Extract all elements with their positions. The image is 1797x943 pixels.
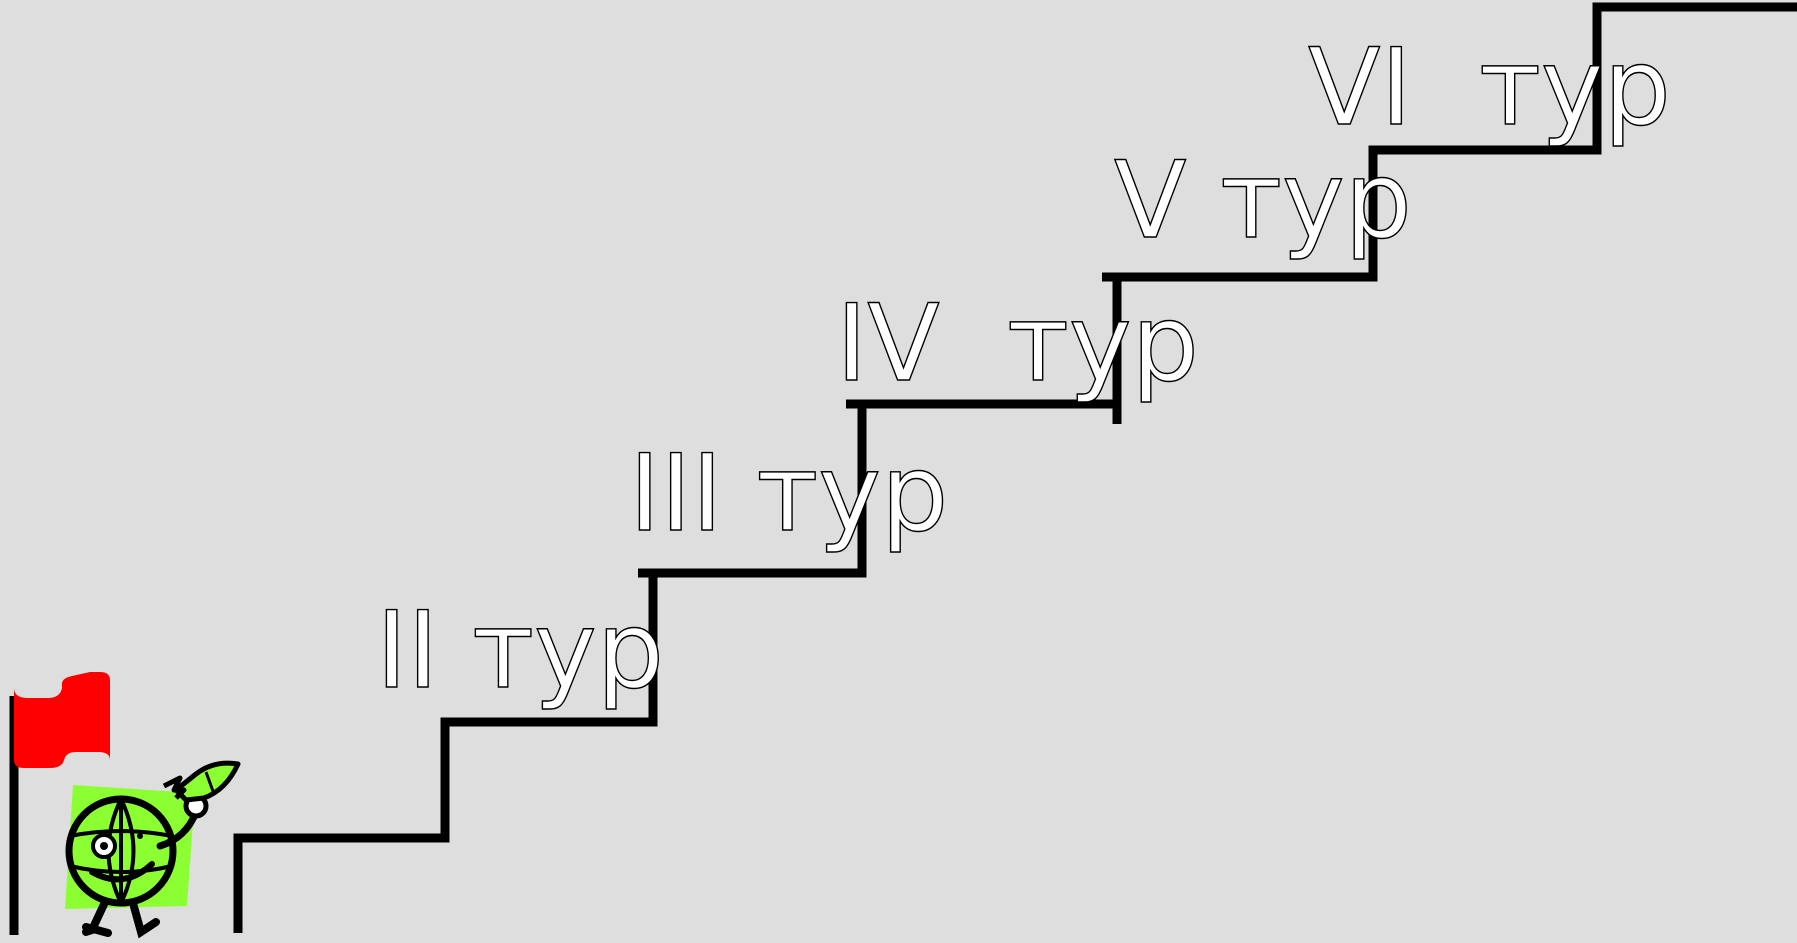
step-label-3: III тур <box>629 432 948 555</box>
step-label-6: VI тур <box>1308 26 1671 149</box>
step-label-4: IV тур <box>836 282 1199 405</box>
start-flag-icon <box>9 652 110 935</box>
step-label-5: V тур <box>1114 139 1412 262</box>
staircase <box>233 2 1797 933</box>
globe-mascot-icon <box>65 785 209 939</box>
pencil-icon <box>162 760 241 803</box>
step-label-2: II тур <box>376 589 664 712</box>
